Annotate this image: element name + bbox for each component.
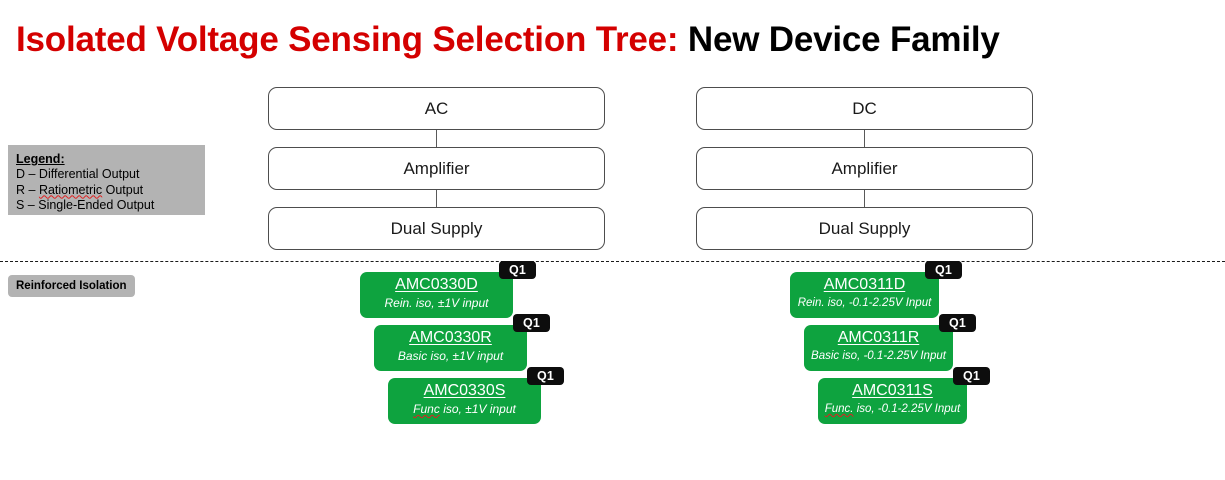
legend-item-differential: D – Differential Output xyxy=(16,167,140,181)
isolation-divider xyxy=(0,261,1225,262)
connector-dc-2 xyxy=(864,190,865,207)
device-column-dc: Q1 AMC0311D Rein. iso, -0.1-2.25V Input … xyxy=(790,261,990,431)
device-part-number[interactable]: AMC0311R xyxy=(837,329,920,346)
flow-box-dc-dual-supply-label: Dual Supply xyxy=(818,218,911,238)
device-card[interactable]: Q1 AMC0330D Rein. iso, ±1V input xyxy=(360,261,536,318)
flow-box-ac-dual-supply-label: Dual Supply xyxy=(390,218,483,238)
legend-item-ratiometric-prefix: R – xyxy=(16,182,39,197)
connector-ac-1 xyxy=(436,130,437,147)
device-card[interactable]: Q1 AMC0330S Func iso, ±1V input xyxy=(388,367,564,424)
device-card[interactable]: Q1 AMC0311S Func. iso, -0.1-2.25V Input xyxy=(818,367,990,424)
device-card[interactable]: Q1 AMC0330R Basic iso, ±1V input xyxy=(374,314,550,371)
page-title-rest: New Device Family xyxy=(678,20,1000,59)
device-part-number[interactable]: AMC0330R xyxy=(409,329,492,346)
flow-box-dc[interactable]: DC xyxy=(696,87,1033,130)
page-title-accent: Isolated Voltage Sensing Selection Tree: xyxy=(16,20,679,59)
reinforced-isolation-tag: Reinforced Isolation xyxy=(8,275,135,297)
device-description-misspelled: Func. xyxy=(824,403,854,415)
flow-column-ac: AC Amplifier Dual Supply xyxy=(268,87,605,250)
device-part-number[interactable]: AMC0330D xyxy=(395,276,478,293)
device-part-number[interactable]: AMC0311D xyxy=(823,276,906,293)
device-part-number[interactable]: AMC0311S xyxy=(852,382,933,399)
flow-box-ac-amplifier[interactable]: Amplifier xyxy=(268,147,605,190)
device-part-number[interactable]: AMC0330S xyxy=(423,382,506,399)
q1-badge: Q1 xyxy=(939,314,976,332)
q1-badge: Q1 xyxy=(925,261,962,279)
device-card[interactable]: Q1 AMC0311R Basic iso, -0.1-2.25V Input xyxy=(804,314,976,371)
legend-heading: Legend: xyxy=(16,152,65,166)
device-description-rest: iso, -0.1-2.25V Input xyxy=(853,403,961,415)
flow-box-dc-dual-supply[interactable]: Dual Supply xyxy=(696,207,1033,250)
device-description: Basic iso, -0.1-2.25V Input xyxy=(811,350,946,362)
legend-item-single-ended: S – Single-Ended Output xyxy=(16,198,155,212)
flow-box-dc-label: DC xyxy=(852,98,877,118)
device-column-ac: Q1 AMC0330D Rein. iso, ±1V input Q1 AMC0… xyxy=(360,261,564,431)
device-description: Func. iso, -0.1-2.25V Input xyxy=(818,401,967,417)
flow-box-ac-label: AC xyxy=(424,98,449,118)
q1-badge: Q1 xyxy=(499,261,536,279)
q1-badge: Q1 xyxy=(513,314,550,332)
page-title: Isolated Voltage Sensing Selection Tree:… xyxy=(16,18,1216,62)
device-card[interactable]: Q1 AMC0311D Rein. iso, -0.1-2.25V Input xyxy=(790,261,962,318)
legend-box: Legend: D – Differential Output R – Rati… xyxy=(8,145,205,215)
flow-box-dc-amplifier[interactable]: Amplifier xyxy=(696,147,1033,190)
q1-badge: Q1 xyxy=(527,367,564,385)
legend-item-ratiometric-suffix: Output xyxy=(102,182,144,197)
legend-misspelled-word: Ratiometric xyxy=(38,182,103,197)
device-description: Basic iso, ±1V input xyxy=(397,349,504,363)
legend-item-ratiometric: R – Ratiometric Output xyxy=(16,183,205,199)
device-description: Rein. iso, -0.1-2.25V Input xyxy=(797,297,932,309)
flow-box-ac[interactable]: AC xyxy=(268,87,605,130)
flow-box-ac-dual-supply[interactable]: Dual Supply xyxy=(268,207,605,250)
flow-box-dc-amplifier-label: Amplifier xyxy=(831,158,898,178)
device-description-misspelled: Func xyxy=(413,402,440,416)
flow-column-dc: DC Amplifier Dual Supply xyxy=(696,87,1033,250)
connector-dc-1 xyxy=(864,130,865,147)
device-description: Rein. iso, ±1V input xyxy=(384,296,489,310)
flow-box-ac-amplifier-label: Amplifier xyxy=(403,158,470,178)
q1-badge: Q1 xyxy=(953,367,990,385)
device-description-rest: iso, ±1V input xyxy=(439,402,516,416)
device-description: Func iso, ±1V input xyxy=(388,401,541,417)
connector-ac-2 xyxy=(436,190,437,207)
